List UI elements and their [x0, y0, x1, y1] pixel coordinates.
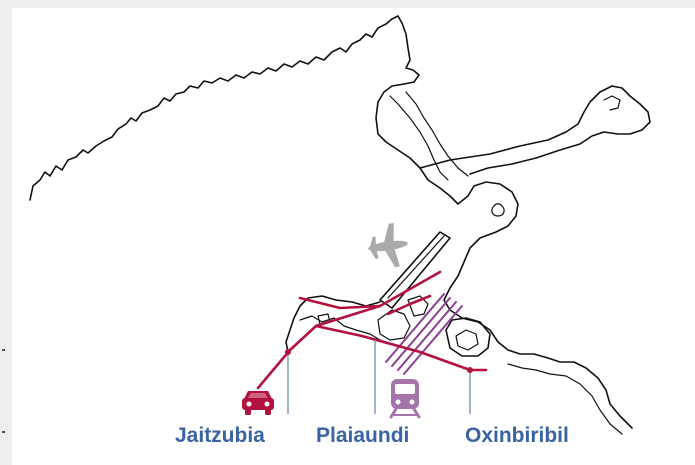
east-peninsula — [419, 85, 651, 175]
node-jaitzubia — [285, 349, 291, 355]
runway-outline — [379, 231, 451, 309]
bay-inner-channel-2 — [405, 91, 469, 177]
node-oxinbiribil — [467, 367, 473, 373]
east-river-loop-inner — [455, 329, 479, 351]
rail-line — [385, 293, 463, 375]
edge-tick-bottom — [2, 431, 5, 433]
label-oxinbiribil: Oxinbiribil — [465, 424, 569, 447]
west-estuary-coast — [285, 295, 381, 353]
label-plaiaundi: Plaiaundi — [316, 424, 410, 447]
bay-map — [29, 15, 651, 435]
airplane-icon — [368, 222, 408, 268]
east-peninsula-tip — [603, 95, 621, 111]
estuary-inner — [299, 315, 393, 345]
river-bank-south — [507, 363, 623, 435]
bay-inner-channel — [389, 95, 449, 181]
central-island-2 — [407, 295, 429, 317]
map-frame: Jaitzubia Plaiaundi Oxinbiribil — [12, 8, 695, 465]
central-islands — [377, 309, 411, 341]
east-river-loop — [445, 317, 491, 357]
train-icon — [389, 379, 421, 419]
runway-centerline — [387, 235, 445, 299]
edge-tick-top — [2, 349, 5, 351]
eastern-island — [491, 203, 505, 217]
bay-outline — [375, 83, 633, 429]
car-icon — [242, 391, 274, 415]
north-coastline — [29, 15, 420, 201]
road-network — [256, 270, 488, 390]
label-jaitzubia: Jaitzubia — [175, 424, 265, 447]
